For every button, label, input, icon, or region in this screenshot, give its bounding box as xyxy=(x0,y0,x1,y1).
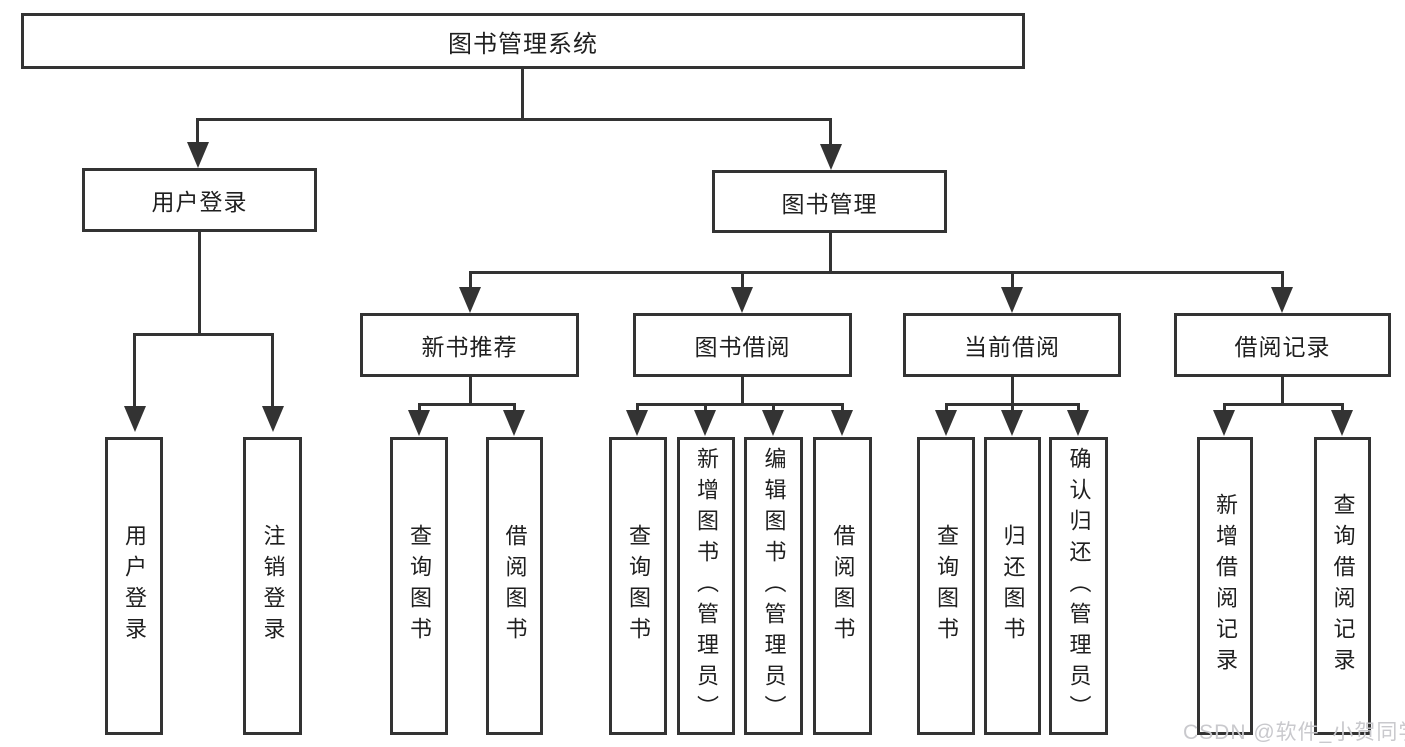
arrow-down-icon xyxy=(124,406,146,432)
connector-line xyxy=(741,271,744,289)
arrow-down-icon xyxy=(1213,410,1235,436)
connector-line xyxy=(469,377,472,405)
node-borrow-records: 借阅记录 xyxy=(1174,313,1391,377)
node-user-login-branch: 用户登录 xyxy=(82,168,317,232)
connector-line xyxy=(741,377,744,405)
leaf-query-books-borrow: 查询图书 xyxy=(609,437,667,735)
connector-line xyxy=(198,232,201,335)
node-book-borrow: 图书借阅 xyxy=(633,313,852,377)
connector-line xyxy=(196,118,199,144)
arrow-down-icon xyxy=(731,287,753,313)
connector-line xyxy=(271,333,274,408)
arrow-down-icon xyxy=(1001,287,1023,313)
connector-line xyxy=(829,233,832,273)
arrow-down-icon xyxy=(1271,287,1293,313)
arrow-down-icon xyxy=(1001,410,1023,436)
node-root-library-system: 图书管理系统 xyxy=(21,13,1025,69)
arrow-down-icon xyxy=(408,410,430,436)
leaf-edit-books-admin: 编辑图书（管理员） xyxy=(744,437,803,735)
connector-line xyxy=(945,403,948,413)
connector-line xyxy=(1281,271,1284,289)
arrow-down-icon xyxy=(459,287,481,313)
connector-line xyxy=(637,403,843,406)
connector-line xyxy=(1223,403,1226,413)
leaf-borrow-books-recommend: 借阅图书 xyxy=(486,437,543,735)
arrow-down-icon xyxy=(1067,410,1089,436)
arrow-down-icon xyxy=(694,410,716,436)
connector-line xyxy=(419,403,516,406)
arrow-down-icon xyxy=(187,142,209,168)
connector-line xyxy=(1077,403,1080,413)
leaf-return-books: 归还图书 xyxy=(984,437,1041,735)
leaf-query-books-current: 查询图书 xyxy=(917,437,975,735)
connector-line xyxy=(829,118,832,146)
leaf-logout: 注销登录 xyxy=(243,437,302,735)
csdn-watermark: CSDN @软件_小贺同学 xyxy=(1183,721,1405,744)
connector-line xyxy=(1224,403,1344,406)
connector-line xyxy=(704,403,707,413)
leaf-borrow-books: 借阅图书 xyxy=(813,437,872,735)
connector-line xyxy=(513,403,516,413)
node-new-book-recommend: 新书推荐 xyxy=(360,313,579,377)
connector-line xyxy=(1011,271,1014,289)
arrow-down-icon xyxy=(1331,410,1353,436)
arrow-down-icon xyxy=(262,406,284,432)
arrow-down-icon xyxy=(626,410,648,436)
connector-line xyxy=(521,69,524,120)
arrow-down-icon xyxy=(820,144,842,170)
leaf-query-borrow-record: 查询借阅记录 xyxy=(1314,437,1371,735)
arrow-down-icon xyxy=(831,410,853,436)
arrow-down-icon xyxy=(935,410,957,436)
leaf-add-books-admin: 新增图书（管理员） xyxy=(677,437,735,735)
connector-line xyxy=(1011,377,1014,405)
leaf-confirm-return-admin: 确认归还（管理员） xyxy=(1049,437,1108,735)
arrow-down-icon xyxy=(762,410,784,436)
leaf-add-borrow-record: 新增借阅记录 xyxy=(1197,437,1253,735)
connector-line xyxy=(197,118,831,121)
connector-line xyxy=(133,333,136,408)
connector-line xyxy=(470,271,1283,274)
leaf-query-books-recommend: 查询图书 xyxy=(390,437,448,735)
connector-line xyxy=(636,403,639,413)
connector-line xyxy=(418,403,421,413)
node-book-management-branch: 图书管理 xyxy=(712,170,947,233)
connector-line xyxy=(134,333,274,336)
connector-line xyxy=(469,271,472,289)
leaf-user-login: 用户登录 xyxy=(105,437,163,735)
connector-line xyxy=(772,403,775,413)
connector-line xyxy=(1011,403,1014,413)
connector-line xyxy=(1341,403,1344,413)
node-current-borrow: 当前借阅 xyxy=(903,313,1121,377)
connector-line xyxy=(841,403,844,413)
arrow-down-icon xyxy=(503,410,525,436)
connector-line xyxy=(1281,377,1284,405)
